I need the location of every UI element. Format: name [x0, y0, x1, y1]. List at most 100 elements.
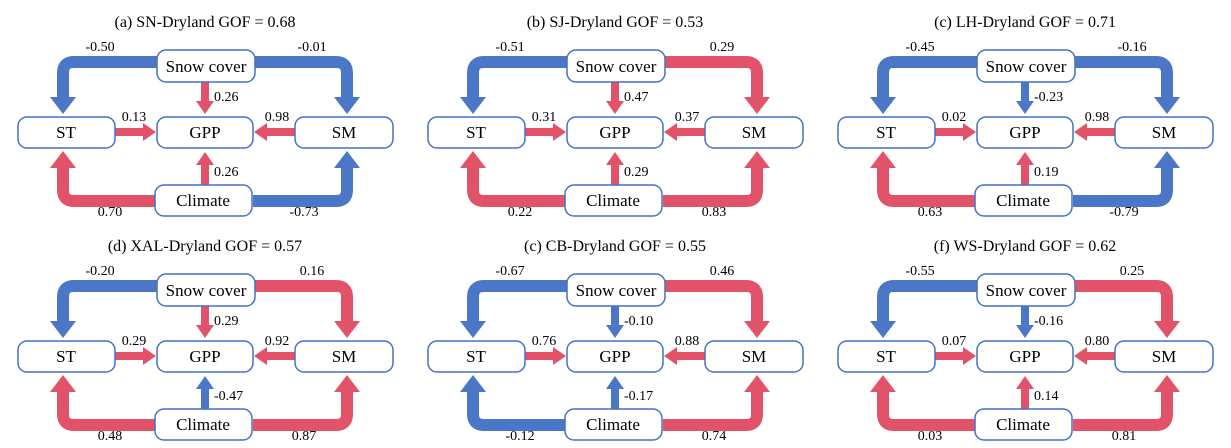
node-snow-cover: Snow cover [566, 49, 666, 83]
coef-climate-gpp: -0.17 [624, 389, 653, 404]
arrow-climate-to-gpp [1016, 152, 1034, 185]
node-gpp: GPP [976, 340, 1074, 373]
arrow-snowcover-to-st [870, 62, 977, 114]
node-label-climate: Climate [996, 415, 1050, 434]
node-label-sm: SM [1152, 123, 1177, 142]
coef-climate-sm: 0.81 [1112, 429, 1137, 444]
arrow-snowcover-to-gpp [196, 82, 214, 114]
node-label-gpp: GPP [1009, 123, 1040, 142]
node-label-sm: SM [1152, 347, 1177, 366]
coef-snowcover-gpp: -0.10 [624, 314, 653, 329]
arrow-climate-to-sm [253, 151, 360, 201]
node-label-snow-cover: Snow cover [986, 57, 1067, 76]
arrow-st-to-gpp [525, 123, 566, 141]
panel-ws-dryland: (f) WS-Dryland GOF = 0.62 Snow cover ST … [837, 238, 1214, 444]
coef-st-gpp: 0.29 [122, 334, 147, 349]
arrow-st-to-gpp [935, 123, 976, 141]
arrow-snowcover-to-gpp [606, 82, 624, 114]
coef-climate-gpp: -0.47 [214, 389, 243, 404]
node-label-st: ST [466, 123, 486, 142]
coef-snowcover-sm: -0.16 [1117, 40, 1146, 55]
node-label-gpp: GPP [1009, 347, 1040, 366]
node-label-climate: Climate [176, 191, 230, 210]
node-label-climate: Climate [996, 191, 1050, 210]
arrow-climate-to-st [50, 151, 156, 201]
node-gpp: GPP [566, 340, 664, 373]
node-sm: SM [294, 340, 394, 373]
coef-sm-gpp: 0.88 [675, 334, 700, 349]
node-st: ST [427, 340, 526, 373]
arrow-sm-to-gpp [254, 123, 295, 141]
node-st: ST [17, 116, 116, 149]
panel-title: (a) SN-Dryland GOF = 0.68 [115, 14, 296, 31]
arrow-climate-to-sm [663, 375, 770, 425]
panel-title: (d) XAL-Dryland GOF = 0.57 [108, 238, 302, 255]
node-snow-cover: Snow cover [976, 49, 1076, 83]
coef-snowcover-st: -0.20 [85, 264, 114, 279]
node-label-st: ST [56, 347, 76, 366]
coef-climate-sm: 0.83 [702, 205, 727, 220]
coef-sm-gpp: 0.37 [675, 110, 700, 125]
node-label-gpp: GPP [189, 347, 220, 366]
coef-sm-gpp: 0.98 [1085, 110, 1110, 125]
node-st: ST [427, 116, 526, 149]
node-label-st: ST [56, 123, 76, 142]
node-label-st: ST [876, 347, 896, 366]
node-st: ST [837, 116, 936, 149]
node-label-snow-cover: Snow cover [576, 281, 657, 300]
coef-snowcover-gpp: 0.26 [214, 90, 239, 105]
arrow-st-to-gpp [525, 347, 566, 365]
coef-snowcover-sm: 0.16 [300, 264, 325, 279]
panel-lh-dryland: (c) LH-Dryland GOF = 0.71 Snow cover ST … [837, 14, 1214, 220]
arrow-climate-to-sm [253, 375, 360, 425]
coef-sm-gpp: 0.92 [265, 334, 290, 349]
coef-climate-sm: 0.87 [292, 429, 317, 444]
arrow-climate-to-gpp [196, 376, 214, 409]
node-label-sm: SM [332, 123, 357, 142]
node-label-climate: Climate [176, 415, 230, 434]
arrow-sm-to-gpp [1074, 347, 1115, 365]
coef-snowcover-sm: 0.46 [710, 264, 735, 279]
node-label-gpp: GPP [599, 123, 630, 142]
node-label-snow-cover: Snow cover [166, 281, 247, 300]
node-sm: SM [1114, 340, 1214, 373]
coef-climate-st: 0.63 [918, 205, 943, 220]
arrow-st-to-gpp [115, 123, 156, 141]
panel-sn-dryland: (a) SN-Dryland GOF = 0.68 Snow cover ST … [17, 14, 394, 220]
arrow-snowcover-to-st [460, 62, 567, 114]
coef-climate-gpp: 0.14 [1034, 389, 1059, 404]
arrow-climate-to-sm [1073, 375, 1180, 425]
coef-snowcover-gpp: -0.16 [1034, 314, 1063, 329]
node-gpp: GPP [976, 116, 1074, 149]
node-label-sm: SM [742, 347, 767, 366]
node-label-sm: SM [332, 347, 357, 366]
node-label-snow-cover: Snow cover [166, 57, 247, 76]
coef-snowcover-sm: 0.29 [710, 40, 735, 55]
node-snow-cover: Snow cover [976, 273, 1076, 307]
node-label-snow-cover: Snow cover [576, 57, 657, 76]
panel-title: (c) LH-Dryland GOF = 0.71 [934, 14, 1116, 31]
node-snow-cover: Snow cover [566, 273, 666, 307]
arrow-snowcover-to-st [50, 286, 157, 338]
coef-climate-sm: 0.74 [702, 429, 727, 444]
coef-climate-sm: -0.79 [1109, 205, 1138, 220]
arrow-snowcover-to-sm [255, 286, 360, 338]
node-label-st: ST [876, 123, 896, 142]
node-climate: Climate [154, 184, 253, 217]
arrow-st-to-gpp [935, 347, 976, 365]
arrow-snowcover-to-sm [665, 62, 770, 114]
arrow-climate-to-st [50, 375, 156, 425]
arrow-climate-to-gpp [606, 152, 624, 185]
coef-climate-gpp: 0.26 [214, 165, 239, 180]
coef-st-gpp: 0.76 [532, 334, 557, 349]
node-gpp: GPP [566, 116, 664, 149]
node-sm: SM [704, 340, 804, 373]
node-snow-cover: Snow cover [156, 273, 256, 307]
arrow-climate-to-st [870, 151, 976, 201]
arrow-st-to-gpp [115, 347, 156, 365]
arrow-climate-to-st [870, 375, 976, 425]
coef-snowcover-gpp: 0.47 [624, 90, 649, 105]
node-snow-cover: Snow cover [156, 49, 256, 83]
node-sm: SM [1114, 116, 1214, 149]
coef-climate-gpp: 0.29 [624, 165, 649, 180]
